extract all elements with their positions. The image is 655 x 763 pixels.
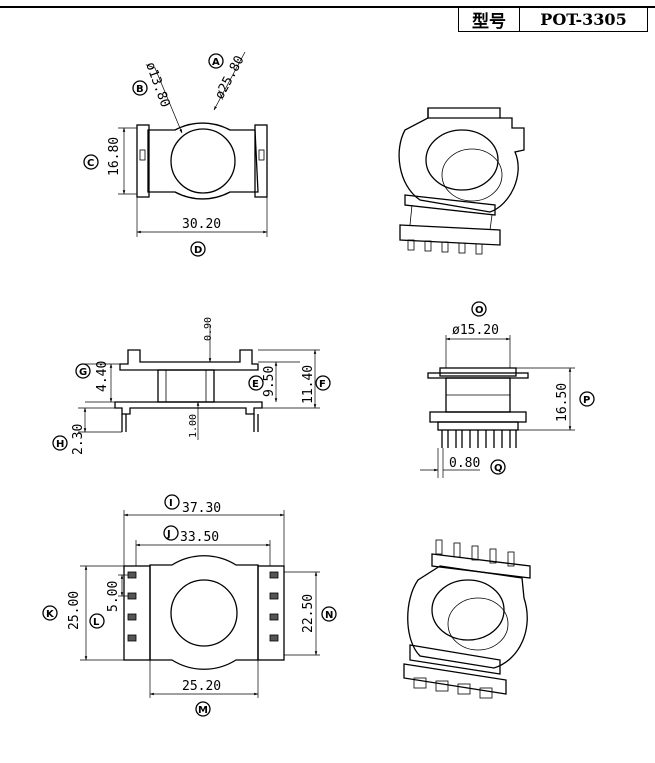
callout-q: [490, 459, 506, 475]
dim-pin-width-q: 0.80: [449, 456, 480, 471]
bottom-view: [80, 510, 320, 698]
callout-e: [248, 375, 264, 391]
callout-q-label: Q: [494, 463, 503, 474]
iso-view-bottom: [403, 539, 531, 699]
dim-overall-length-i: 37.30: [182, 501, 221, 516]
callout-b: [132, 80, 148, 96]
callout-f: [315, 375, 331, 391]
callout-p-label: P: [583, 395, 590, 406]
dim-width-d: 30.20: [182, 217, 221, 232]
callout-n: [321, 606, 337, 622]
dim-g-height: 4.40: [95, 361, 110, 392]
iso-view-top: [398, 107, 525, 255]
callout-o-label: O: [475, 305, 484, 316]
dim-height-c: 16.80: [107, 137, 122, 176]
callout-o: [471, 301, 487, 317]
dim-body-width-m: 25.20: [182, 679, 221, 694]
top-border-line: [0, 6, 655, 8]
dim-f-height: 11.40: [301, 365, 316, 404]
callout-c-label: C: [87, 158, 94, 169]
dim-e-height: 9.50: [262, 366, 277, 397]
dim-flange-thickness: 0.90: [203, 317, 214, 341]
callout-f-label: F: [319, 379, 326, 390]
callout-j-label: J: [166, 529, 171, 540]
callout-k: [42, 605, 58, 621]
model-label: 型号: [459, 7, 520, 32]
side-view: [78, 325, 320, 440]
callout-j: [163, 525, 179, 541]
callout-c: [83, 154, 99, 170]
dim-pin-span-j: 33.50: [180, 530, 219, 545]
callout-a: [208, 53, 224, 69]
dim-total-height-p: 16.50: [555, 383, 570, 422]
top-view: [118, 51, 268, 237]
callout-a-label: A: [212, 57, 220, 68]
callout-k-label: K: [46, 609, 55, 620]
callout-m: [195, 701, 211, 717]
callout-i-label: I: [169, 498, 173, 509]
callout-h: [52, 435, 68, 451]
dim-width-k: 25.00: [67, 591, 82, 630]
callout-n-label: N: [325, 610, 333, 621]
callout-g-label: G: [79, 367, 87, 378]
dim-pin-pitch-l: 5.00: [106, 581, 121, 612]
dim-width-n: 22.50: [301, 594, 316, 633]
callout-g: [75, 363, 91, 379]
callout-i: [164, 494, 180, 510]
callout-p: [579, 391, 595, 407]
dim-core-dia-o: ø15.20: [452, 323, 499, 338]
dim-h-pin-length: 2.30: [71, 424, 86, 455]
callout-d: [190, 241, 206, 257]
callout-e-label: E: [252, 379, 259, 390]
dim-wall-thickness: 1.00: [188, 414, 199, 438]
front-view: [420, 335, 575, 478]
title-block: 型号 POT-3305: [458, 7, 648, 32]
model-number: POT-3305: [540, 9, 627, 29]
callout-d-label: D: [194, 245, 202, 256]
callout-l-label: L: [93, 617, 100, 628]
callout-l: [89, 613, 105, 629]
callout-h-label: H: [56, 439, 64, 450]
callout-m-label: M: [198, 705, 208, 716]
callout-b-label: B: [136, 84, 144, 95]
